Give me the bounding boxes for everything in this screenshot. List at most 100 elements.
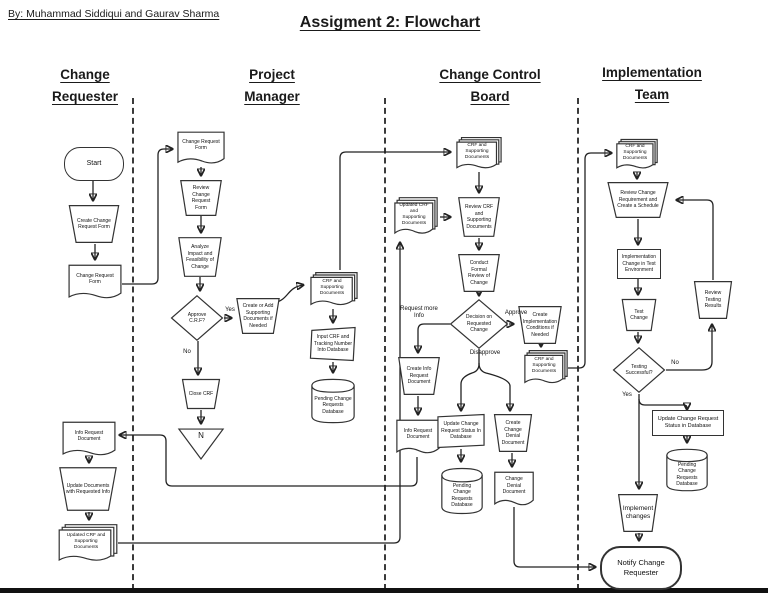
diamond-shape bbox=[450, 299, 508, 349]
edge-label-yes-pm: Yes bbox=[225, 307, 235, 313]
node-start: Start bbox=[64, 147, 124, 181]
document-shape bbox=[62, 421, 116, 459]
node-pending-change-requests-db-it: Pending Change Requests Database bbox=[666, 447, 708, 493]
node-notify-change-requester: Notify Change Requester bbox=[600, 546, 682, 590]
lane-title-line: Team bbox=[634, 87, 670, 103]
lane-title-line: Implementation bbox=[602, 65, 702, 80]
edge-crfdoc-to-pm bbox=[122, 149, 172, 285]
edge-label-request-more-info: Request more Info bbox=[400, 306, 438, 319]
lane-header-change-control-board: Change Control Board bbox=[420, 64, 560, 109]
edge-decision-requestinfo bbox=[418, 323, 450, 352]
node-update-change-request-status-ccb: Update Change Request Status In Database bbox=[437, 414, 485, 448]
diamond-shape bbox=[171, 295, 223, 341]
node-change-denial-document: Change Denial Document bbox=[494, 471, 534, 509]
node-updated-crf-docs-ccb: Updated CRF and Supporting Documents bbox=[394, 197, 438, 237]
lane-title-line: Project bbox=[249, 67, 295, 82]
trapezoid-shape bbox=[176, 237, 224, 277]
node-create-change-denial-document: Create Change Denial Document bbox=[492, 414, 534, 452]
trapezoid-shape bbox=[616, 494, 660, 532]
node-crf-supporting-docs-it: CRF and Supporting Documents bbox=[616, 139, 658, 171]
edge-label-disapprove: Disapprove bbox=[469, 350, 501, 356]
node-review-testing-results: Review Testing Results bbox=[692, 281, 734, 319]
multi-document-shape bbox=[394, 197, 438, 237]
node-updated-crf-docs-cr: Updated CRF and Supporting Documents bbox=[58, 524, 118, 564]
node-implementation-change-test-env: Implementation Change in Test Environmen… bbox=[617, 249, 661, 279]
document-shape bbox=[396, 419, 440, 457]
byline: By: Muhammad Siddiqui and Gaurav Sharma bbox=[8, 8, 220, 20]
node-conduct-formal-review: Conduct Formal Review of Change bbox=[456, 254, 502, 292]
edge-disapprove-left bbox=[461, 349, 480, 410]
lane-separator bbox=[132, 98, 134, 590]
multi-document-shape bbox=[524, 350, 568, 386]
node-create-info-request-document: Create Info Request Document bbox=[396, 357, 442, 395]
edge-results-to-review bbox=[677, 200, 714, 280]
node-testing-successful-decision: Testing Successful? bbox=[613, 347, 665, 393]
bottom-border-line bbox=[0, 588, 768, 593]
lane-title-line: Requester bbox=[51, 89, 119, 105]
node-n-offpage-connector: N bbox=[178, 428, 224, 460]
node-pending-change-requests-db-ccb: Pending Change Requests Database bbox=[441, 466, 483, 516]
trapezoid-shape bbox=[692, 281, 734, 319]
document-shape bbox=[68, 264, 122, 302]
multi-document-shape bbox=[310, 272, 358, 308]
edge-label-no-it: No bbox=[671, 360, 679, 366]
triangle-shape bbox=[178, 428, 224, 460]
edge-yes-branch-update bbox=[638, 398, 687, 409]
edge-label-approve: Approve bbox=[504, 310, 528, 316]
database-cylinder-shape bbox=[666, 447, 708, 493]
node-create-change-request-form: Create Change Request Form bbox=[66, 205, 122, 243]
node-crf-supporting-docs-ccb: CRF and Supporting Documents bbox=[456, 137, 502, 171]
multi-document-shape bbox=[58, 524, 118, 564]
node-create-or-add-supporting-docs: Create or Add Supporting Documents if Ne… bbox=[234, 298, 282, 334]
trapezoid-shape bbox=[178, 180, 224, 216]
edge-label-no-pm: No bbox=[183, 349, 191, 355]
lane-title-line: Board bbox=[470, 89, 510, 105]
node-decision-on-requested-change: Decision on Requested Change bbox=[450, 299, 508, 349]
trapezoid-shape bbox=[620, 299, 658, 331]
node-close-crf: Close CRF bbox=[180, 379, 222, 409]
node-change-request-form-doc: Change Request Form bbox=[68, 264, 122, 302]
node-info-request-document-ccb: Info Request Document bbox=[396, 419, 440, 457]
edge-denialdoc-to-notify bbox=[513, 507, 595, 567]
node-pending-change-requests-db-pm: Pending Change Requests Database bbox=[311, 377, 355, 425]
node-info-request-document-cr: Info Request Document bbox=[62, 421, 116, 459]
node-review-crf-supporting-docs: Review CRF and Supporting Documents bbox=[456, 197, 502, 237]
lane-title-line: Change bbox=[60, 67, 110, 82]
node-approve-crf-decision: Approve C.R.F? bbox=[171, 295, 223, 341]
node-test-change: Test Change bbox=[620, 299, 658, 331]
trapezoid-shape bbox=[456, 197, 502, 237]
node-review-change-requirement: Review Change Requirement and Create a S… bbox=[604, 182, 672, 218]
node-implement-changes: Implement changes bbox=[616, 494, 660, 532]
document-shape bbox=[494, 471, 534, 509]
trapezoid-shape bbox=[492, 414, 534, 452]
trapezoid-shape bbox=[516, 306, 564, 344]
database-cylinder-shape bbox=[441, 466, 483, 516]
node-crf-supporting-docs-pm: CRF and Supporting Documents bbox=[310, 272, 358, 308]
lane-title-line: Change Control bbox=[439, 67, 541, 82]
lane-separator bbox=[577, 98, 579, 590]
node-crf-supporting-docs-ccb2: CRF and Supporting Documents bbox=[524, 350, 568, 386]
trapezoid-shape bbox=[604, 182, 672, 218]
trapezoid-shape bbox=[456, 254, 502, 292]
input-shape bbox=[310, 327, 356, 361]
lane-title-line: Manager bbox=[244, 89, 300, 105]
lane-header-change-requester: Change Requester bbox=[25, 64, 145, 109]
edge-disapprove-right bbox=[478, 362, 510, 410]
node-update-change-request-status-it: Update Change Request Status in Database bbox=[652, 410, 724, 436]
trapezoid-shape bbox=[180, 379, 222, 409]
diamond-shape bbox=[613, 347, 665, 393]
trapezoid-shape bbox=[66, 205, 122, 243]
lane-separator bbox=[384, 98, 386, 590]
trapezoid-shape bbox=[234, 298, 282, 334]
multi-document-shape bbox=[616, 139, 658, 171]
lane-header-implementation-team: Implementation Team bbox=[587, 62, 717, 107]
page-title: Assigment 2: Flowchart bbox=[299, 14, 481, 31]
database-cylinder-shape bbox=[311, 377, 355, 425]
node-update-documents: Update Documents with Requested Info bbox=[56, 467, 120, 511]
edge-label-yes-it: Yes bbox=[622, 392, 632, 398]
data-shape bbox=[437, 414, 485, 448]
node-create-implementation-conditions: Create Implementation Conditions if Need… bbox=[516, 306, 564, 344]
edge-ccbinfo-to-crinfo bbox=[120, 435, 418, 487]
node-review-change-request-form: Review Change Request Form bbox=[178, 180, 224, 216]
